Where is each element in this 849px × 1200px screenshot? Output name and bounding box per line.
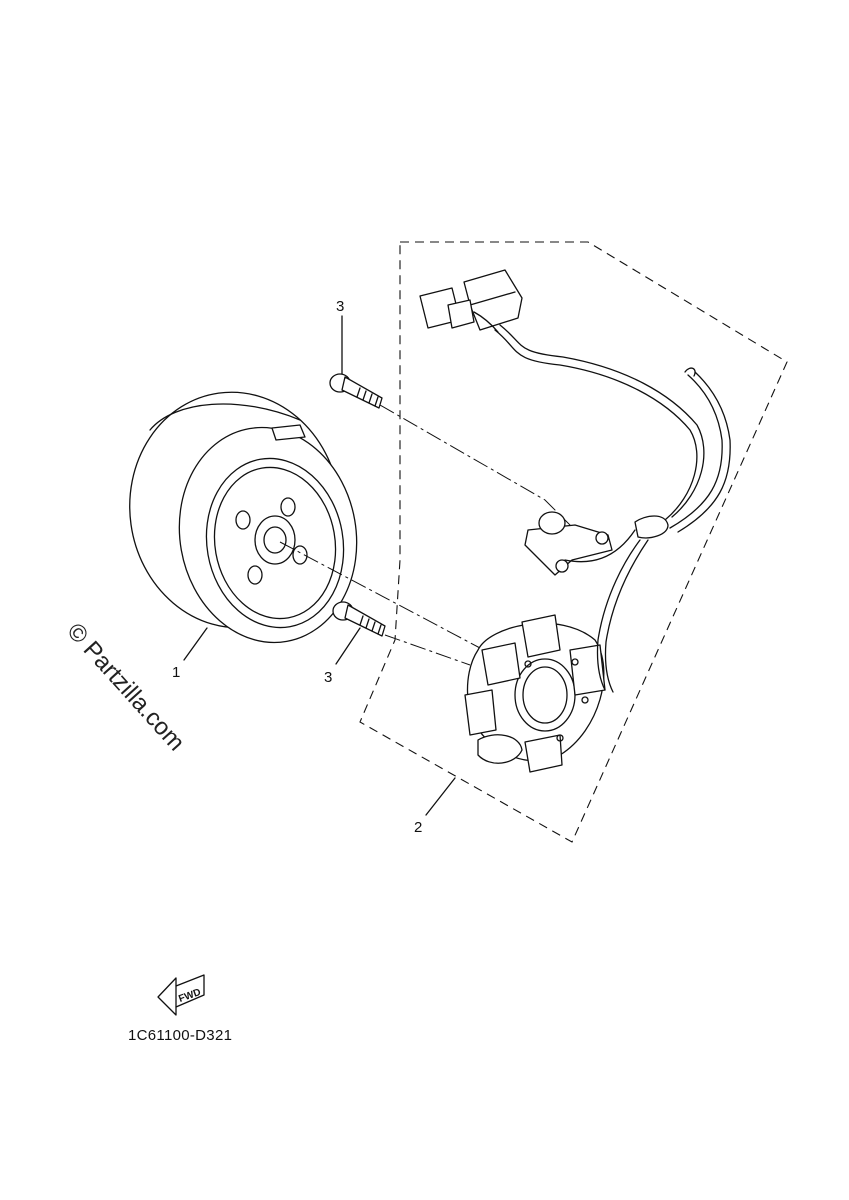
drawing-code: 1C61100-D321	[128, 1027, 232, 1044]
flywheel-rotor	[129, 391, 358, 644]
callout-part-3-bottom: 3	[324, 669, 332, 686]
screw-bottom	[332, 601, 386, 637]
callout-part-3-top: 3	[336, 298, 344, 315]
alignment-line-rotor	[279, 541, 481, 649]
watermark-text: © Partzilla.com	[62, 618, 190, 756]
callout-part-2: 2	[414, 819, 422, 836]
assembly-boundary-dashed	[359, 241, 788, 843]
forward-arrow-icon: FWD	[157, 974, 205, 1016]
alignment-line-top	[379, 404, 576, 531]
leader-part-2	[425, 777, 456, 816]
leader-part-1	[183, 627, 208, 661]
harness-connectors	[419, 269, 523, 333]
screw-top	[329, 373, 383, 409]
leader-part-3-bottom	[335, 627, 361, 665]
stator-coil-assembly	[464, 614, 606, 773]
pickup-coil	[524, 511, 613, 576]
wire-harness	[494, 324, 731, 693]
callout-part-1: 1	[172, 664, 180, 681]
alignment-line-bottom	[384, 634, 471, 666]
